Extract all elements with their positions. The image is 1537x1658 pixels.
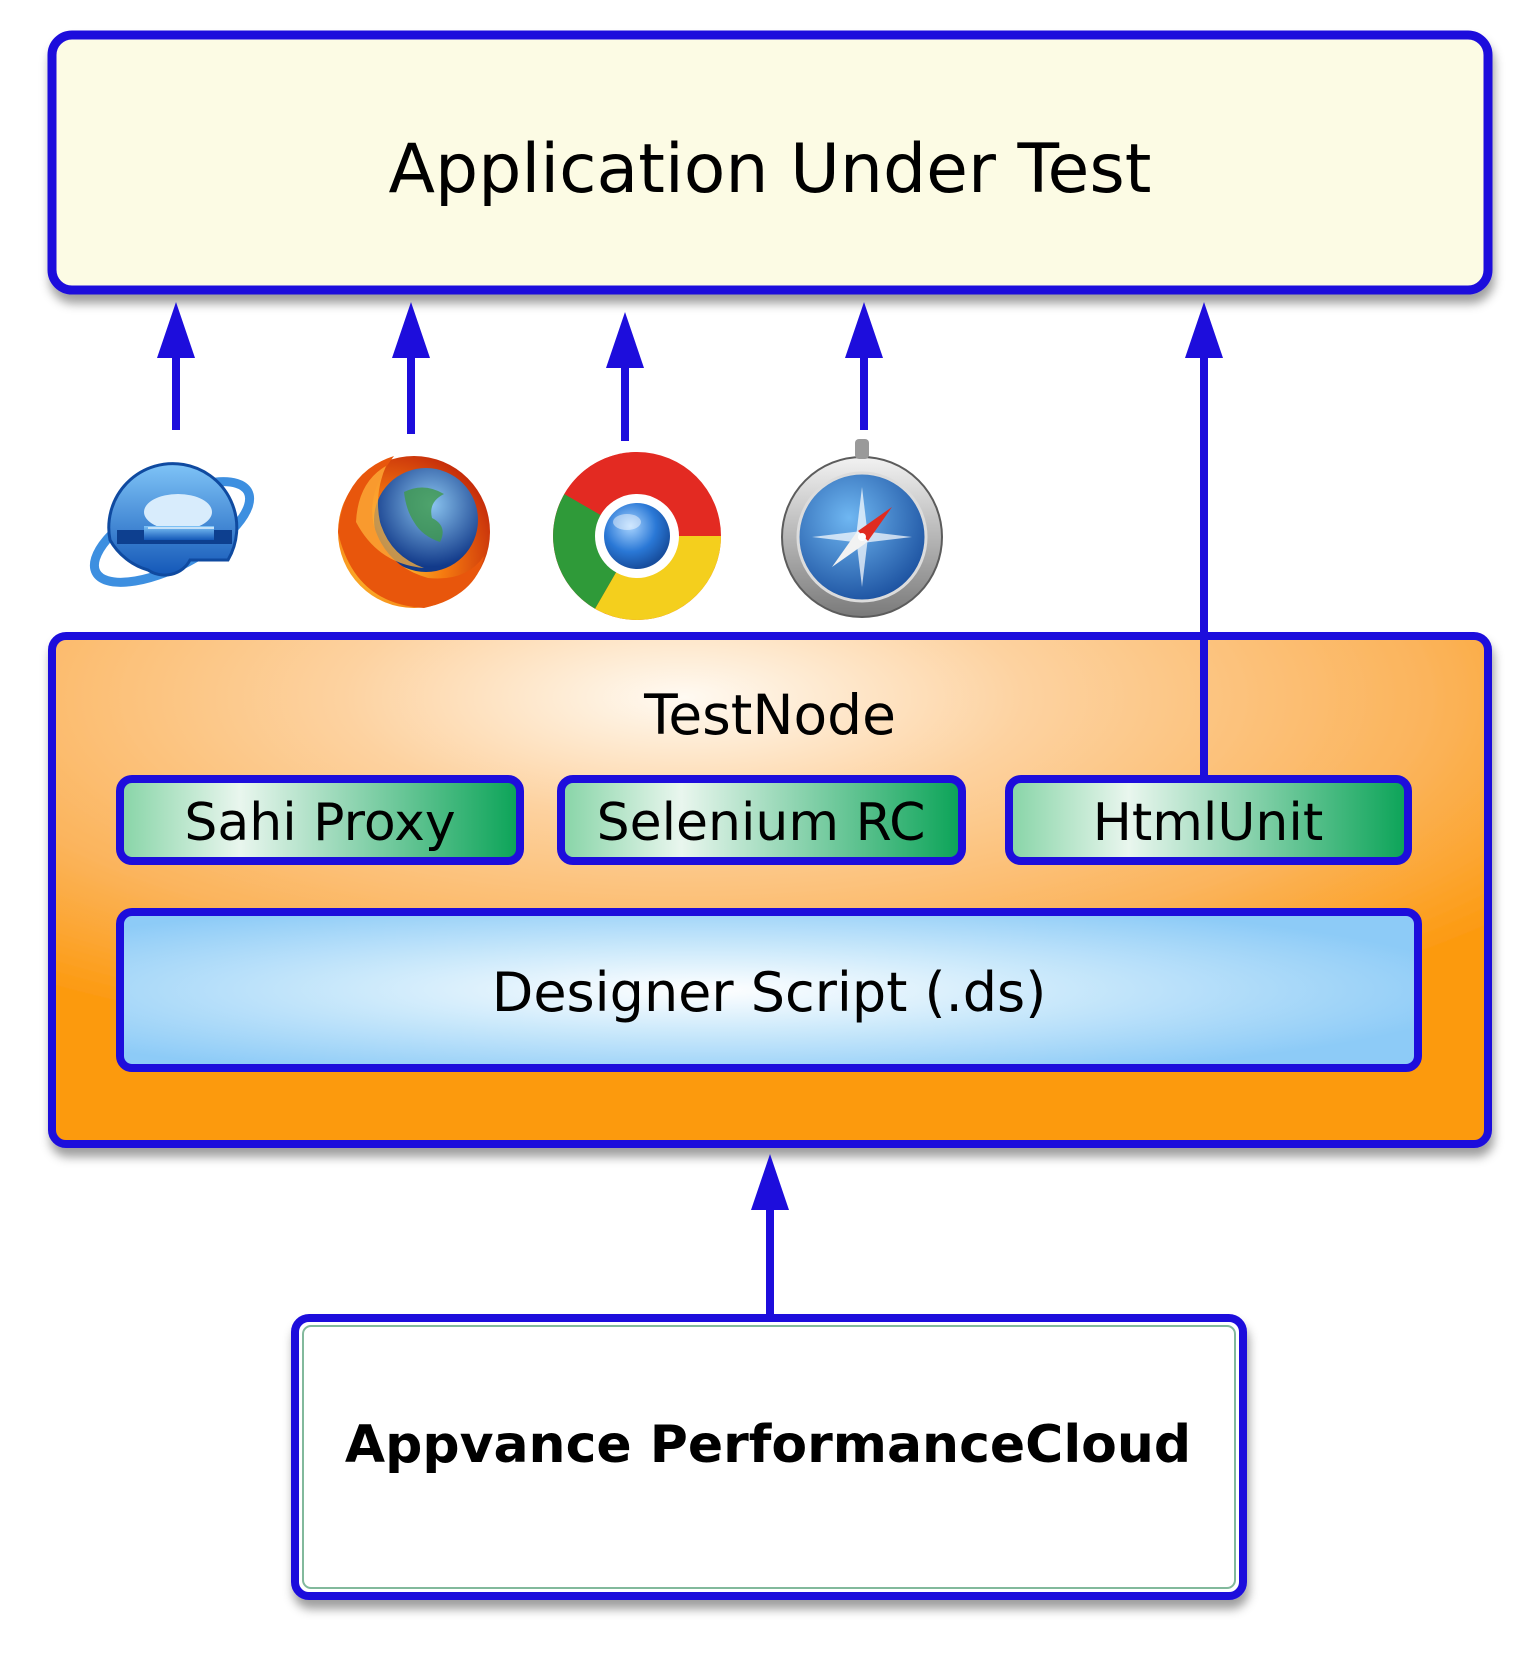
selenium-rc-label: Selenium RC [597,793,926,853]
designer-script-box: Designer Script (.ds) [116,908,1422,1072]
arrow-htmlunit [1185,302,1223,779]
testnode-box: TestNode Sahi Proxy Selenium RC HtmlUnit… [48,302,1492,1148]
application-under-test-box: Application Under Test [47,30,1493,295]
internet-explorer-icon [89,462,255,587]
testnode-title: TestNode [643,683,896,747]
safari-icon [781,439,943,618]
arrow-chrome [606,312,644,441]
sahi-proxy-box: Sahi Proxy [116,775,524,865]
performance-cloud-box: Appvance PerformanceCloud [291,1314,1247,1600]
selenium-rc-box: Selenium RC [557,775,966,865]
application-under-test-title: Application Under Test [389,130,1152,209]
sahi-proxy-label: Sahi Proxy [184,793,455,853]
arrow-safari [845,302,883,430]
htmlunit-box: HtmlUnit [1005,775,1412,865]
chrome-icon [553,452,721,620]
arrow-cloud-to-testnode [751,1154,789,1318]
firefox-icon [338,456,490,608]
performance-cloud-title: Appvance PerformanceCloud [345,1415,1191,1475]
arrow-firefox [392,302,430,434]
designer-script-label: Designer Script (.ds) [492,961,1047,1024]
arrows-to-application [157,302,883,441]
arrow-ie [157,302,195,430]
htmlunit-label: HtmlUnit [1093,793,1323,853]
